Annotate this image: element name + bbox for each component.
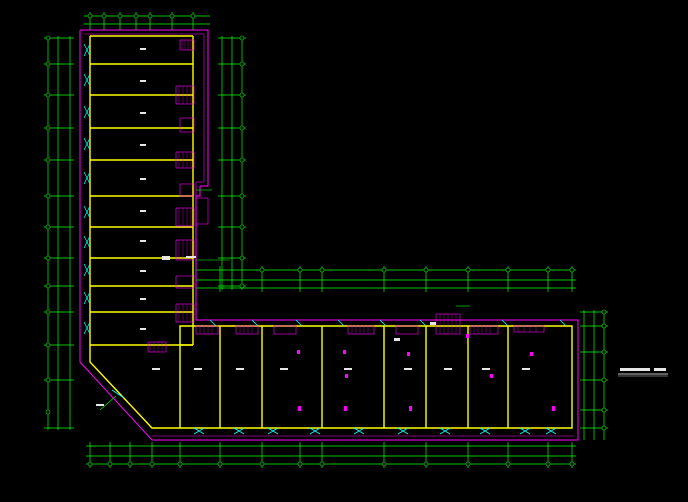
room-text-marks — [96, 48, 530, 406]
dimension-left — [44, 35, 74, 430]
stair-hatches — [147, 39, 545, 353]
window-marks — [83, 43, 567, 435]
annotation-leaders — [99, 189, 470, 411]
dimension-bottom — [86, 442, 576, 468]
drawing-title-block — [618, 368, 668, 377]
wing-east-walls — [89, 325, 573, 429]
dimension-top-east — [196, 266, 576, 292]
dimension-right-wing — [218, 35, 246, 290]
dimension-top — [84, 12, 210, 30]
dimension-right-east — [580, 309, 608, 440]
column-markers — [297, 334, 555, 411]
